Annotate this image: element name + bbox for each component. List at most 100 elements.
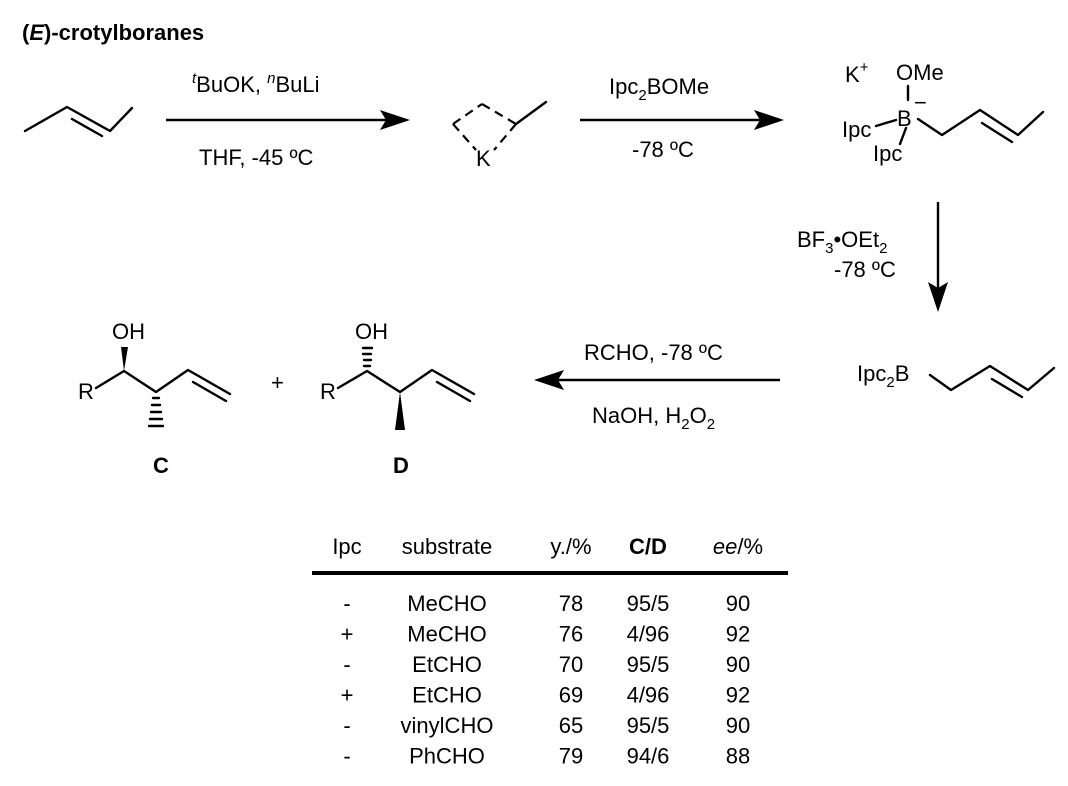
product-d-hydroxyl: OH bbox=[355, 319, 388, 344]
table-cell: 90 bbox=[726, 713, 750, 738]
product-c-vinyl-double-bond bbox=[191, 380, 228, 403]
table-row: - EtCHO 70 95/5 90 bbox=[343, 652, 750, 677]
plus-sign: + bbox=[271, 370, 284, 395]
arrow-step4-head bbox=[534, 370, 564, 390]
table-row: + EtCHO 69 4/96 92 bbox=[341, 683, 751, 708]
boron-label: B bbox=[897, 106, 912, 131]
butene-double-bond bbox=[70, 117, 104, 138]
step3-conditions: -78 ºC bbox=[834, 257, 896, 282]
product-c-hash-methyl bbox=[147, 396, 165, 428]
title-suffix: )-crotylboranes bbox=[44, 20, 204, 45]
table-cell: 78 bbox=[559, 591, 583, 616]
table-cell: vinylCHO bbox=[401, 713, 494, 738]
step1-reagent2: BuLi bbox=[275, 72, 319, 97]
table-cell: MeCHO bbox=[407, 591, 486, 616]
table-row: - MeCHO 78 95/5 90 bbox=[343, 591, 750, 616]
allyl-bond-solid bbox=[514, 100, 548, 126]
table-cell: 92 bbox=[726, 683, 750, 708]
table-header-cell: ee/% bbox=[713, 534, 763, 559]
table-cell: 95/5 bbox=[627, 652, 670, 677]
borate-crotyl-chain bbox=[916, 108, 1045, 137]
table-cell: EtCHO bbox=[412, 683, 482, 708]
borate-charge: − bbox=[914, 90, 927, 115]
table-cell: 4/96 bbox=[627, 683, 670, 708]
k-coordination-2 bbox=[493, 123, 517, 151]
allyl-bond-2 bbox=[481, 103, 517, 125]
table-cell: MeCHO bbox=[407, 622, 486, 647]
table-header-cell: Ipc bbox=[332, 534, 361, 559]
table-cell: EtCHO bbox=[412, 652, 482, 677]
step1-reagents: tBuOK, nBuLi bbox=[192, 70, 319, 97]
step1-sup2: n bbox=[267, 70, 275, 87]
table-header-cell: y./% bbox=[550, 534, 591, 559]
product-d-label: D bbox=[393, 453, 409, 478]
table-cell: 90 bbox=[726, 652, 750, 677]
borane-crotyl-double-bond bbox=[990, 377, 1024, 399]
borane-label: Ipc2B bbox=[857, 361, 909, 391]
table-cell: - bbox=[343, 591, 350, 616]
product-c-label: C bbox=[153, 453, 169, 478]
table-cell: 88 bbox=[726, 744, 750, 769]
boron-ipc-bond-2 bbox=[898, 126, 908, 146]
table-cell: 94/6 bbox=[627, 744, 670, 769]
scheme-title: (E)-crotylboranes bbox=[22, 20, 204, 45]
title-prefix: ( bbox=[22, 20, 30, 45]
potassium-label: K bbox=[476, 146, 491, 171]
table-cell: 65 bbox=[559, 713, 583, 738]
step1-conditions: THF, -45 ºC bbox=[199, 145, 313, 170]
table-cell: 92 bbox=[726, 622, 750, 647]
table-cell: 95/5 bbox=[627, 591, 670, 616]
table-cell: 90 bbox=[726, 591, 750, 616]
table-row: + MeCHO 76 4/96 92 bbox=[341, 622, 751, 647]
table-row: - vinylCHO 65 95/5 90 bbox=[343, 713, 750, 738]
table-header-cell: substrate bbox=[402, 534, 493, 559]
product-c-r-group: R bbox=[78, 379, 94, 404]
table-cell: - bbox=[343, 652, 350, 677]
step1-reagent1: BuOK, bbox=[196, 72, 267, 97]
arrow-step2-head bbox=[754, 110, 784, 130]
table-cell: PhCHO bbox=[409, 744, 485, 769]
product-d-hash-oh bbox=[361, 346, 374, 368]
table-header-cell: C/D bbox=[629, 534, 667, 559]
table-header: Ipc substrate y./% C/D ee/% bbox=[332, 534, 763, 559]
boron-ipc-bond-1 bbox=[874, 118, 898, 128]
product-d-vinyl-double-bond bbox=[435, 380, 472, 403]
table-cell: 70 bbox=[559, 652, 583, 677]
table-header-italic: ee bbox=[713, 534, 737, 559]
table-cell: - bbox=[343, 744, 350, 769]
table-cell: + bbox=[341, 622, 354, 647]
product-d-wedge-methyl bbox=[395, 392, 405, 430]
butene-structure bbox=[23, 105, 134, 133]
potassium-cation: K+ bbox=[845, 59, 869, 87]
step2-reagent: Ipc2BOMe bbox=[609, 74, 709, 104]
table-cell: + bbox=[341, 683, 354, 708]
step3-reagent: BF3•OEt2 bbox=[797, 227, 887, 257]
borane-crotyl-chain bbox=[928, 364, 1056, 392]
table-cell: 69 bbox=[559, 683, 583, 708]
arrow-step3-head bbox=[928, 282, 948, 312]
table-cell: - bbox=[343, 713, 350, 738]
table-cell: 79 bbox=[559, 744, 583, 769]
allyl-bond-1 bbox=[452, 103, 483, 125]
methoxy-label: OMe bbox=[896, 60, 944, 85]
product-c-hydroxyl: OH bbox=[112, 319, 145, 344]
table-cell: 4/96 bbox=[627, 622, 670, 647]
ipc-ligand-2: Ipc bbox=[873, 141, 902, 166]
step4-reagent2: NaOH, H2O2 bbox=[592, 403, 715, 433]
product-c-skeleton bbox=[94, 368, 232, 396]
title-stereo: E bbox=[29, 20, 45, 45]
table-header-plain: /% bbox=[737, 534, 763, 559]
step4-reagent1: RCHO, -78 ºC bbox=[584, 340, 723, 365]
step1-sup1: t bbox=[192, 70, 197, 87]
k-coordination-1 bbox=[452, 123, 477, 151]
table-cell: 76 bbox=[559, 622, 583, 647]
product-c-wedge-oh bbox=[121, 347, 128, 371]
step2-conditions: -78 ºC bbox=[632, 137, 694, 162]
borate-crotyl-double-bond bbox=[980, 121, 1014, 144]
ipc-ligand-1: Ipc bbox=[842, 117, 871, 142]
product-d-r-group: R bbox=[320, 379, 336, 404]
table-row: - PhCHO 79 94/6 88 bbox=[343, 744, 750, 769]
table-cell: 95/5 bbox=[627, 713, 670, 738]
arrow-step1-head bbox=[380, 110, 410, 130]
